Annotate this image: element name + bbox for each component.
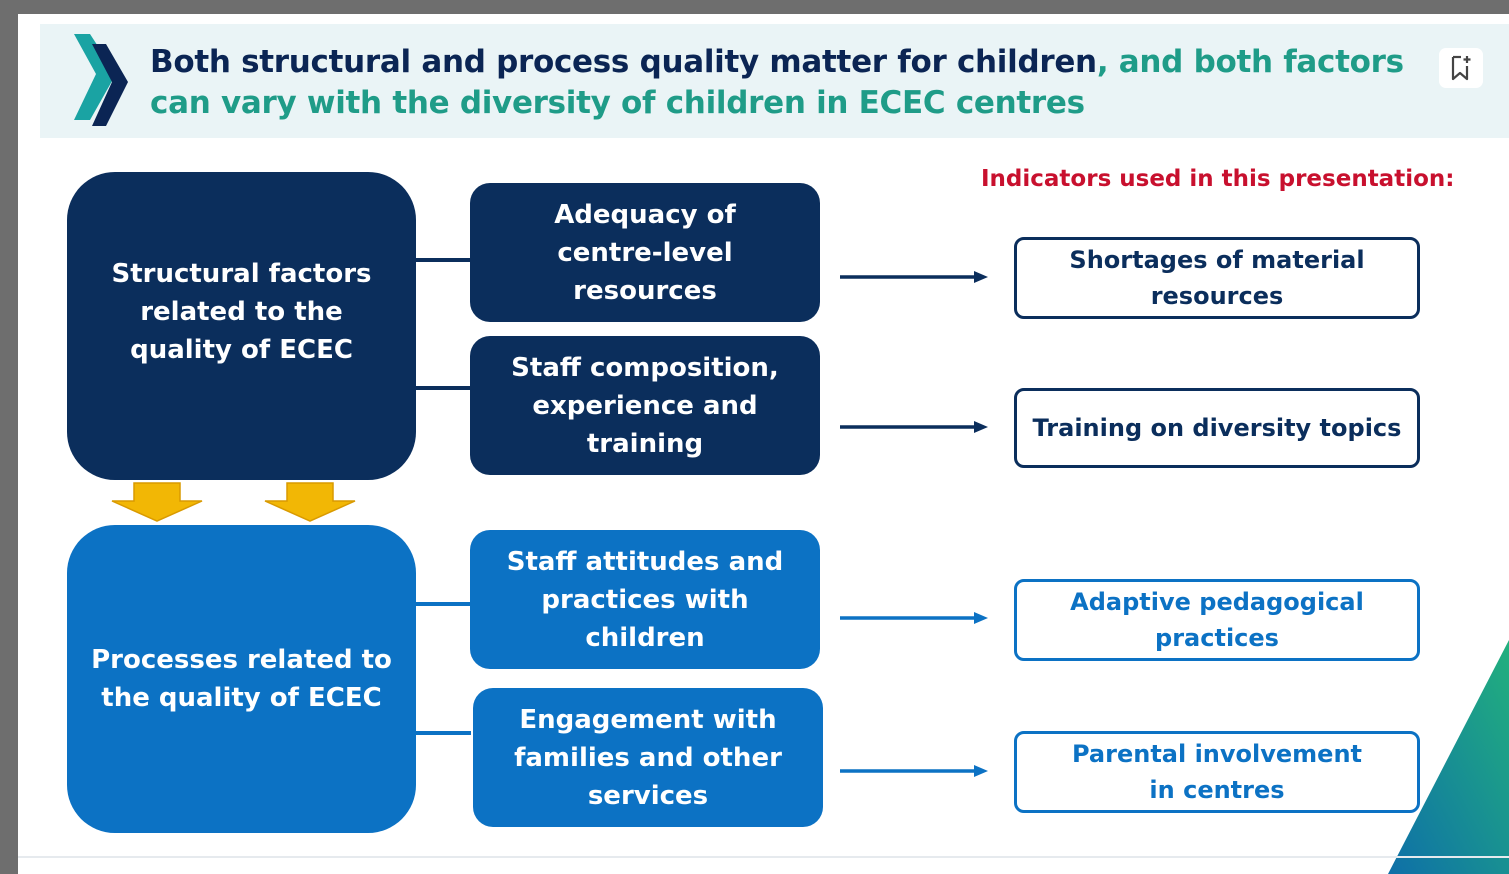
arrow-down-icon	[111, 482, 203, 522]
connector-line	[415, 731, 471, 735]
arrow-right-icon	[840, 421, 988, 433]
indicator-parental-involvement: Parental involvement in centres	[1014, 731, 1420, 813]
slide-title: Both structural and process quality matt…	[150, 42, 1430, 124]
connector-line	[415, 602, 471, 606]
processes-label: Processes related to the quality of ECEC	[91, 645, 392, 713]
title-part-diversity: , and both factors can vary with the div…	[150, 44, 1404, 121]
arrow-down-icon	[264, 482, 356, 522]
oecd-logo-icon	[74, 34, 128, 126]
engagement-box: Engagement with families and other servi…	[473, 688, 823, 827]
slide-bottom-rule	[18, 856, 1509, 858]
indicator-material-shortages: Shortages of material resources	[1014, 237, 1420, 319]
engagement-label: Engagement with families and other servi…	[514, 704, 782, 811]
structural-factors-label: Structural factors related to the qualit…	[111, 259, 372, 365]
resources-box: Adequacy of centre-level resources	[470, 183, 820, 322]
arrow-right-icon	[840, 612, 988, 624]
indicator-label: Shortages of material resources	[1069, 246, 1365, 310]
resources-label: Adequacy of centre-level resources	[554, 199, 736, 306]
structural-factors-box: Structural factors related to the qualit…	[67, 172, 416, 480]
indicator-adaptive-practices: Adaptive pedagogical practices	[1014, 579, 1420, 661]
title-part-structural: Both structural and process quality matt…	[150, 44, 1097, 80]
arrow-right-icon	[840, 765, 988, 777]
corner-decoration	[1388, 640, 1509, 874]
indicator-label: Training on diversity topics	[1032, 414, 1402, 442]
staff-composition-label: Staff composition, experience and traini…	[511, 352, 779, 459]
indicator-label: Adaptive pedagogical practices	[1070, 588, 1364, 652]
title-banner	[40, 24, 1509, 138]
bookmark-button[interactable]	[1439, 48, 1483, 88]
indicator-label: Parental involvement in centres	[1071, 740, 1363, 804]
bookmark-icon	[1451, 55, 1471, 81]
slide: Both structural and process quality matt…	[18, 14, 1509, 874]
connector-line	[415, 258, 471, 262]
connector-line	[415, 386, 471, 390]
arrow-right-icon	[840, 271, 988, 283]
processes-box: Processes related to the quality of ECEC	[67, 525, 416, 833]
staff-composition-box: Staff composition, experience and traini…	[470, 336, 820, 475]
staff-attitudes-label: Staff attitudes and practices with child…	[506, 546, 784, 653]
indicator-diversity-training: Training on diversity topics	[1014, 388, 1420, 468]
staff-attitudes-box: Staff attitudes and practices with child…	[470, 530, 820, 669]
indicators-heading: Indicators used in this presentation:	[981, 166, 1455, 192]
